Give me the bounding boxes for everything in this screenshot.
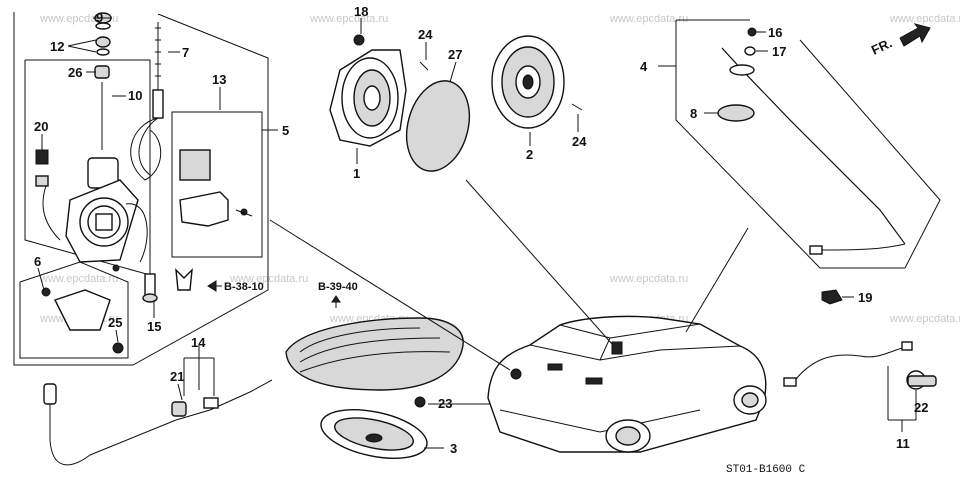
callout-21: 21 [170,369,184,384]
speaker-housing-1 [329,49,407,147]
window-antenna-4 [721,47,906,255]
callout-24b: 24 [572,134,587,149]
callout-4: 4 [640,59,648,74]
speaker-2 [491,35,565,129]
callout-20: 20 [34,119,48,134]
callout-24: 24 [418,27,433,42]
front-direction-indicator: FR. [869,23,931,58]
rod-kit-13 [179,149,253,227]
leader-lines [37,17,278,401]
door-speaker-group [329,34,583,172]
antenna-motor-10 [42,82,148,272]
watermark: www.epcdata.ru [889,313,960,325]
window-antenna-frame [675,20,941,269]
callout-9: 9 [96,10,103,25]
leader-lines-speaker [356,18,579,164]
callout-8: 8 [690,106,697,121]
window-antenna-group [675,19,941,269]
washer-17 [744,46,756,56]
callout-5: 5 [282,123,289,138]
speaker-cover-27 [405,80,471,172]
callout-22: 22 [914,400,928,415]
callout-13: 13 [212,72,226,87]
reference-b39-40: B-39-40 [318,281,358,308]
callout-19: 19 [858,290,872,305]
bolt-16 [747,27,757,37]
gasket-8 [717,104,755,122]
antenna-mast-7 [130,22,164,181]
antenna-cable-11 [783,341,937,390]
leader-lines-cable [887,366,917,432]
callout-10: 10 [128,88,142,103]
antenna-group-frame [13,13,269,366]
connector-20 [35,149,49,165]
callout-15: 15 [147,319,161,334]
leader-lines-car [269,179,749,371]
bracket-box-frame [19,261,129,359]
speaker-location-marker [611,341,623,355]
bolt-18 [353,34,365,46]
connector-20b [35,175,49,187]
reference-label: B-39-40 [318,281,358,293]
callout-27: 27 [448,47,462,62]
callout-17: 17 [772,44,786,59]
screw-24b [571,103,583,111]
watermark: www.epcdata.ru [609,13,688,25]
callout-18: 18 [354,4,368,19]
callout-11: 11 [896,436,910,451]
clip-23 [414,396,426,408]
car-illustration [487,315,767,453]
reference-b38-10: B-38-10 [207,280,264,293]
watermark: www.epcdata.ru [39,273,118,285]
callout-23: 23 [438,396,452,411]
rear-shelf-grille [285,317,464,391]
antenna-bracket [41,287,124,354]
antenna-cable-14 [43,379,273,466]
callout-26: 26 [68,65,82,80]
callout-16: 16 [768,25,782,40]
watermark: www.epcdata.ru [229,273,308,285]
rod-box-frame [171,111,263,258]
callout-12: 12 [50,39,64,54]
callout-14: 14 [191,335,206,350]
callout-1: 1 [353,166,360,181]
wing-nut [175,268,193,291]
diagram-code: ST01-B1600 C [726,464,806,476]
direction-label: FR. [869,35,894,57]
callout-7: 7 [182,45,189,60]
rear-speaker-3 [320,409,428,459]
callout-6: 6 [34,254,41,269]
grommet-15 [142,273,158,303]
leader-lines-window [658,31,854,298]
reference-label: B-38-10 [224,281,264,293]
antenna-assembly-group [13,12,269,366]
callout-2: 2 [526,147,533,162]
watermark: www.epcdata.ru [609,273,688,285]
bushing-12 [95,36,111,48]
screw-24 [419,61,429,71]
watermark: www.epcdata.ru [889,13,960,25]
callout-25: 25 [108,315,122,330]
clip-19 [821,289,843,305]
watermark: www.epcdata.ru [309,13,388,25]
collar-26 [94,65,110,79]
callout-3: 3 [450,441,457,456]
